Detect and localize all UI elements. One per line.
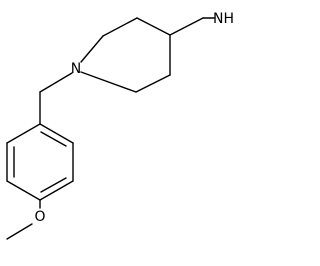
bond-c3-c4: [136, 17, 171, 36]
bond-c4-ch2: [169, 17, 204, 36]
molecule-structure-diagram: N NH2 O: [6, 11, 233, 240]
bond-ar6-ar1: [6, 123, 41, 144]
bond-c2-c3: [102, 17, 138, 37]
double-bond-inner-2: [40, 177, 67, 193]
bond-o-ch3: [6, 223, 33, 240]
bond-ar1-ar2: [39, 123, 74, 144]
amine-label: NH2: [213, 11, 233, 30]
piperidine-ring: [80, 17, 171, 93]
bond-n-benzyl-ch2: [39, 72, 73, 93]
bond-n-c2: [80, 35, 104, 63]
bond-ar3-ar4: [39, 180, 74, 201]
double-bond-inner-1: [40, 131, 67, 147]
bond-c5-c6: [135, 74, 171, 93]
nitrogen-ring-label: N: [71, 61, 81, 77]
oxygen-label: O: [34, 209, 45, 225]
bond-c6-n: [80, 71, 137, 93]
bond-ar4-ar5: [6, 180, 41, 201]
benzene-ring: [6, 123, 74, 201]
